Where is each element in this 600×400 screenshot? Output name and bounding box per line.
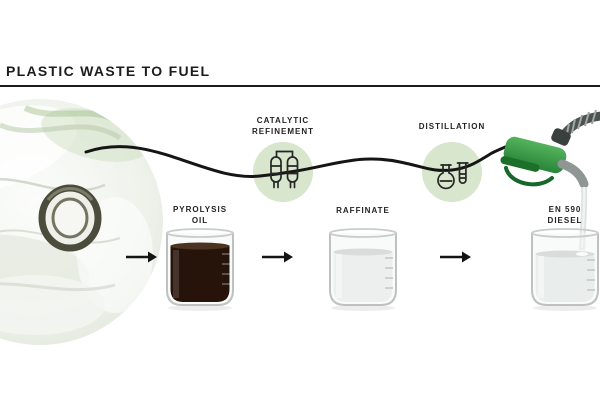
- beaker-label-en590-diesel: EN 590 DIESEL: [505, 204, 600, 226]
- beaker-raffinate: [329, 228, 397, 311]
- diesel-liquid: [535, 254, 595, 302]
- pyrolysis-liquid: [170, 246, 230, 302]
- beaker-label-en590-line1: EN 590: [548, 205, 582, 214]
- beaker-label-pyrolysis-line1: PYROLYSIS: [172, 205, 228, 214]
- flow-arrow-2: [262, 251, 293, 263]
- beaker-label-pyrolysis-line2: OIL: [191, 216, 209, 225]
- nozzle-rear-cap: [551, 128, 571, 146]
- stage-label-distillation: DISTILLATION: [392, 121, 512, 132]
- nozzle-spout: [557, 159, 589, 189]
- beaker-en590-diesel: [531, 228, 599, 311]
- stage-label-catalytic-line1: CATALYTIC: [256, 116, 310, 125]
- diagram-title: PLASTIC WASTE TO FUEL: [6, 63, 211, 79]
- beaker-label-raffinate-line1: RAFFINATE: [336, 206, 390, 215]
- stage-circle-distillation: [422, 142, 482, 202]
- raffinate-liquid: [333, 252, 393, 302]
- stage-label-catalytic-line2: REFINEMENT: [252, 127, 314, 136]
- beaker-label-en590-line2: DIESEL: [547, 216, 583, 225]
- nozzle-lever: [500, 156, 540, 172]
- distillation-flask-icon: [437, 162, 469, 190]
- flow-arrow-1: [126, 251, 157, 263]
- bottle-mouth: [38, 184, 102, 252]
- flow-arrows: [126, 251, 471, 263]
- beaker-pyrolysis-oil: [166, 228, 234, 311]
- stage-label-catalytic: CATALYTIC REFINEMENT: [223, 115, 343, 137]
- stage-label-distillation-line1: DISTILLATION: [418, 122, 486, 131]
- title-rule: [0, 85, 600, 87]
- nozzle-guard: [504, 166, 554, 187]
- refinery-columns-icon: [270, 150, 299, 189]
- beaker-label-pyrolysis-oil: PYROLYSIS OIL: [140, 204, 260, 226]
- connector-line: [84, 143, 512, 178]
- flow-arrow-3: [440, 251, 471, 263]
- beaker-label-raffinate: RAFFINATE: [303, 205, 423, 216]
